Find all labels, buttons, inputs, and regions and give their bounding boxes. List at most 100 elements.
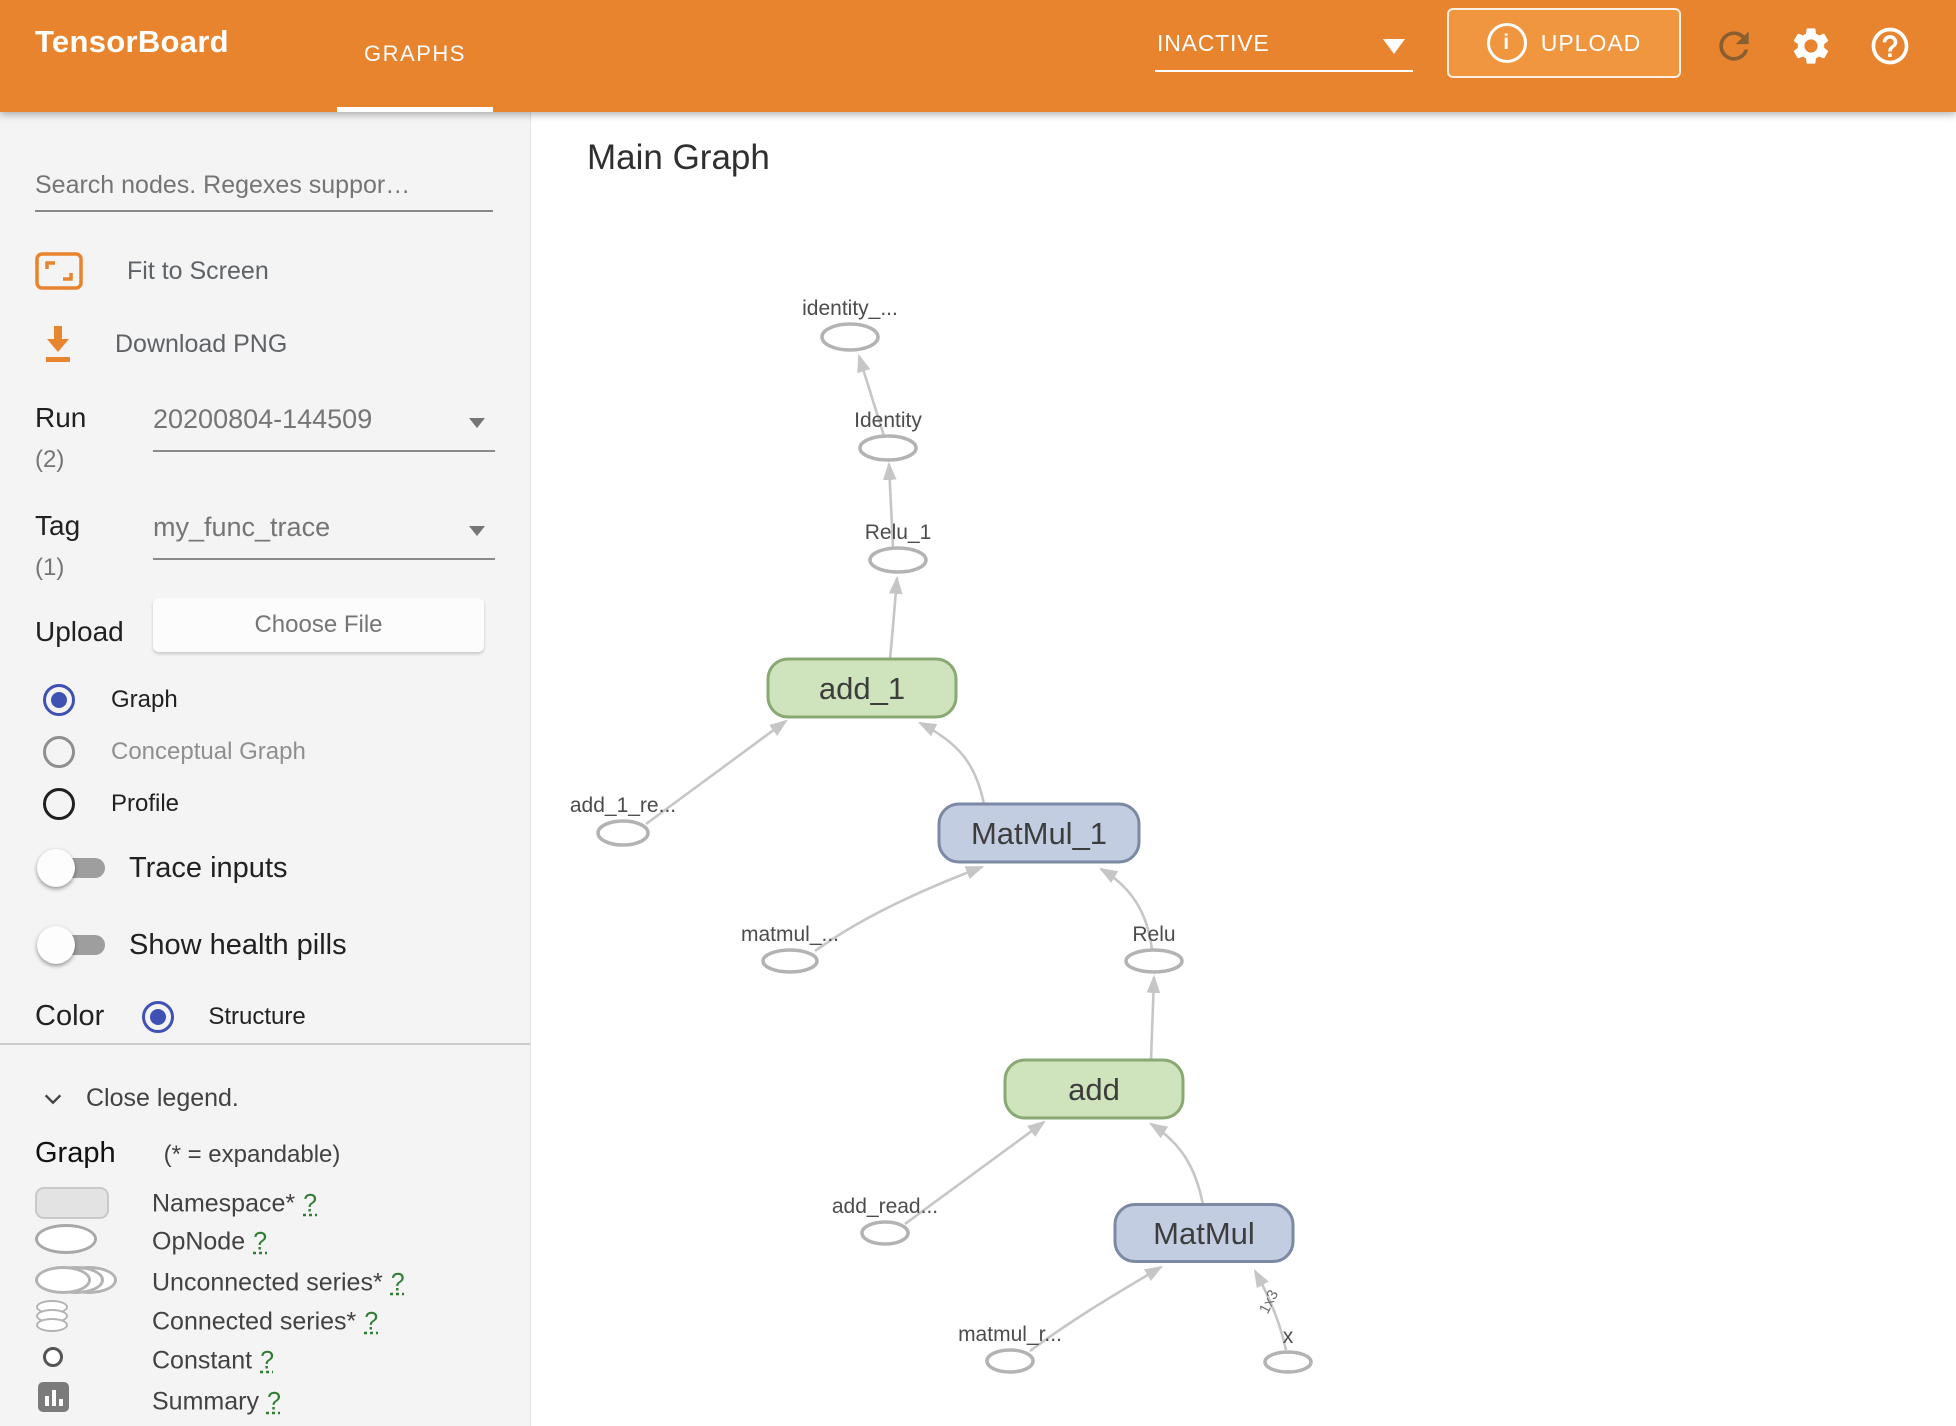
help-link[interactable]: ? (253, 1227, 268, 1256)
radio-structure[interactable] (142, 1000, 175, 1033)
status-dropdown-value: INACTIVE (1157, 30, 1270, 56)
show-health-pills-label: Show health pills (129, 928, 347, 961)
legend-label: Connected series* (152, 1307, 357, 1336)
opnode-icon (35, 1224, 97, 1254)
color-label: Color (35, 1000, 105, 1032)
legend-label: OpNode (152, 1227, 246, 1256)
download-icon (46, 326, 70, 362)
toggle-off-icon (37, 925, 109, 965)
close-legend-label: Close legend. (86, 1084, 239, 1112)
upload-field-label: Upload (35, 616, 124, 647)
graph-op-Relu[interactable] (1124, 948, 1184, 974)
tab-graphs[interactable]: GRAPHS (337, 0, 493, 112)
legend-item-summary: Summary? (0, 1382, 530, 1422)
radio-unselected-icon (43, 788, 75, 820)
summary-icon (38, 1382, 69, 1412)
graph-op-Identity[interactable] (858, 434, 918, 462)
graph-edge-add_1_re-to-add_1 (645, 719, 788, 826)
graph-node-MatMul[interactable] (1113, 1203, 1295, 1263)
graph-op-label: Relu (1132, 923, 1175, 946)
graph-edge-Relu-to-MatMul_1 (1099, 867, 1154, 951)
show-health-pills-toggle[interactable]: Show health pills (37, 925, 347, 965)
graph-op-matmul_out[interactable] (761, 948, 819, 974)
legend-label: Constant (152, 1346, 253, 1375)
radio-unselected-icon (43, 736, 75, 768)
graph-op-add_1_re[interactable] (596, 819, 650, 847)
graph-op-label: x (1283, 1325, 1294, 1348)
unconnected-series-icon (35, 1263, 121, 1294)
connected-series-icon (36, 1300, 72, 1336)
run-select[interactable]: 20200804-144509 (153, 402, 495, 452)
choose-file-button[interactable]: Choose File (153, 598, 484, 652)
run-label: Run (35, 402, 87, 433)
graph-op-label: matmul_r... (958, 1323, 1062, 1346)
app-title: TensorBoard (35, 24, 229, 59)
tag-select-value: my_func_trace (153, 512, 331, 542)
search-input[interactable] (35, 160, 493, 212)
graph-edge-add_1-to-Relu_1 (888, 575, 903, 660)
legend-item-namespace: Namespace*? (0, 1184, 530, 1224)
legend-item-constant: Constant? (0, 1341, 530, 1381)
graph-op-matmul_r[interactable] (985, 1348, 1035, 1374)
graph-edge-matmul_r-to-MatMul (1029, 1265, 1163, 1353)
upload-button-label: UPLOAD (1540, 29, 1642, 56)
gear-icon[interactable] (1789, 24, 1833, 68)
radio-graph[interactable]: Graph (43, 684, 178, 716)
help-link[interactable]: ? (266, 1387, 281, 1416)
graph-op-label: add_1_re... (570, 794, 676, 817)
graph-edge-matmul_out-to-MatMul_1 (814, 865, 985, 953)
tag-select[interactable]: my_func_trace (153, 510, 495, 560)
radio-conceptual-graph-label: Conceptual Graph (111, 738, 306, 765)
graph-op-label: Relu_1 (865, 521, 932, 544)
help-link[interactable]: ? (303, 1189, 318, 1218)
legend-item-unconnected-series: Unconnected series*? (0, 1263, 530, 1303)
legend-title: Graph (35, 1137, 116, 1169)
tag-label: Tag (35, 510, 81, 541)
download-png-button[interactable]: Download PNG (35, 324, 287, 364)
fit-to-screen-button[interactable]: Fit to Screen (35, 252, 269, 290)
info-icon: i (1486, 23, 1527, 63)
chevron-down-icon (1383, 39, 1405, 54)
legend-divider (0, 1043, 530, 1045)
graph-op-label: Identity (854, 409, 922, 432)
namespace-icon (35, 1187, 109, 1219)
graph-op-x[interactable] (1263, 1350, 1313, 1374)
trace-inputs-label: Trace inputs (129, 851, 288, 884)
fit-to-screen-icon (35, 252, 83, 290)
graph-edge-MatMul_1-to-add_1 (917, 721, 986, 805)
graph-op-label: matmul_... (741, 923, 839, 946)
help-icon[interactable] (1868, 24, 1912, 68)
trace-inputs-toggle[interactable]: Trace inputs (37, 848, 288, 888)
run-select-value: 20200804-144509 (153, 404, 373, 434)
graph-node-label: add_1 (819, 671, 905, 706)
close-legend-button[interactable]: Close legend. (42, 1084, 239, 1113)
graph-node-add[interactable] (1003, 1058, 1185, 1120)
upload-button[interactable]: i UPLOAD (1447, 8, 1681, 78)
radio-graph-label: Graph (111, 686, 178, 713)
graph-edge-x-to-MatMul (1253, 1269, 1288, 1351)
help-link[interactable]: ? (390, 1268, 405, 1297)
graph-op-label: identity_... (802, 297, 898, 320)
graph-op-Relu_1[interactable] (868, 546, 928, 574)
help-link[interactable]: ? (364, 1307, 379, 1336)
graph-node-MatMul_1[interactable] (937, 802, 1141, 864)
color-structure-label: Structure (208, 1002, 306, 1030)
radio-profile-label: Profile (111, 790, 180, 817)
chevron-down-icon (469, 526, 485, 536)
graph-edge-Relu_1-to-Identity (882, 461, 897, 549)
graph-op-identity_out[interactable] (820, 322, 880, 352)
chevron-down-icon (469, 418, 485, 428)
graph-op-add_read[interactable] (860, 1220, 910, 1246)
legend-item-opnode: OpNode? (0, 1222, 530, 1262)
status-dropdown[interactable]: INACTIVE (1155, 28, 1413, 72)
radio-selected-icon (43, 684, 75, 716)
refresh-icon[interactable] (1712, 24, 1756, 68)
radio-profile[interactable]: Profile (43, 788, 179, 820)
edge-shape-label: 1x3 (1256, 1287, 1282, 1316)
radio-conceptual-graph[interactable]: Conceptual Graph (43, 736, 306, 768)
tag-count: (1) (35, 554, 65, 581)
graph-node-add_1[interactable] (766, 657, 958, 719)
help-link[interactable]: ? (260, 1346, 274, 1375)
